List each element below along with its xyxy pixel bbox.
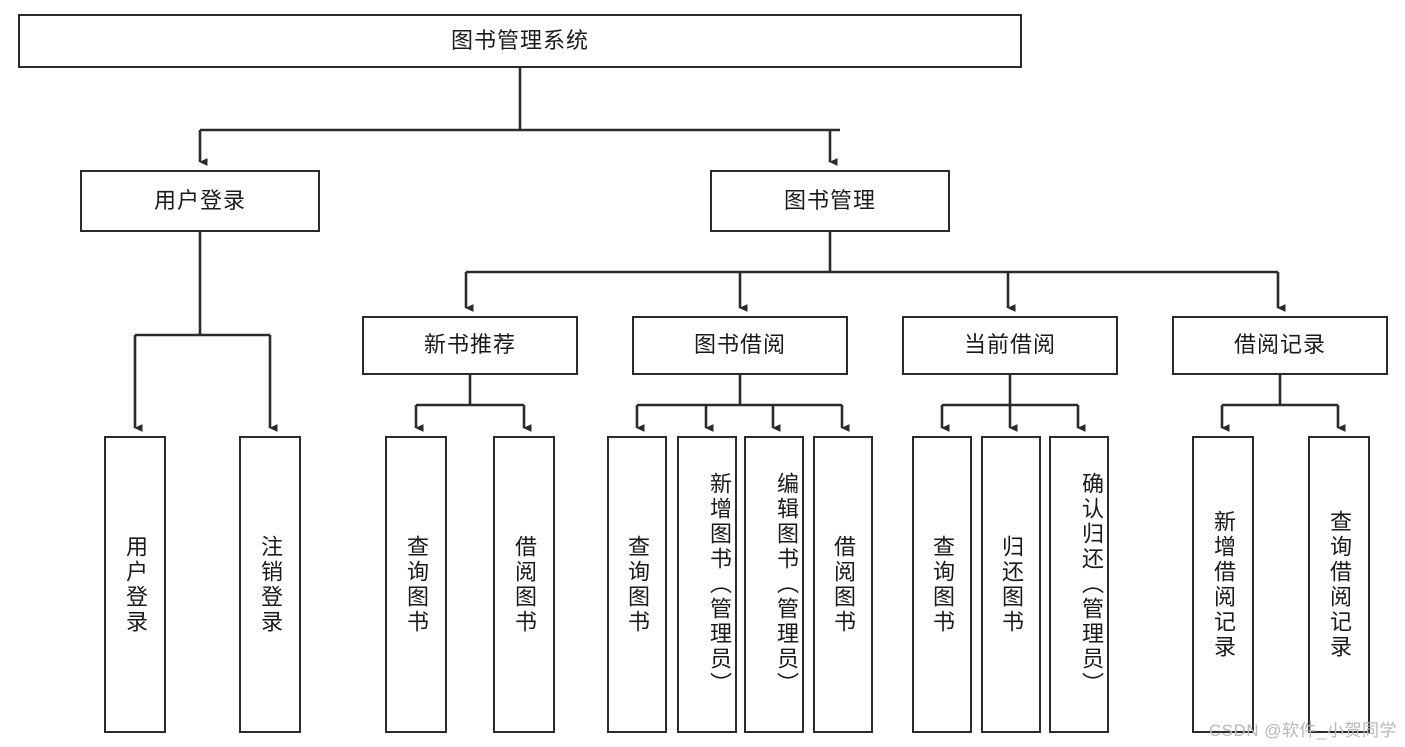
leaf-confirm-return[interactable]: 确认归还（管理员） [1049, 436, 1109, 733]
leaf-borrow-book-2[interactable]: 借阅图书 [813, 436, 873, 733]
node-label: 当前借阅 [963, 332, 1056, 358]
node-book-management[interactable]: 图书管理 [710, 170, 950, 232]
node-book-management-system[interactable]: 图书管理系统 [18, 14, 1022, 68]
node-label: 图书管理 [783, 187, 876, 213]
csdn-watermark: CSDN @软件_小贺同学 [1208, 721, 1397, 740]
node-label: 归还图书 [999, 534, 1024, 635]
node-label: 查询图书 [930, 534, 955, 635]
node-label: 借阅图书 [831, 534, 856, 635]
leaf-return-book[interactable]: 归还图书 [981, 436, 1041, 733]
node-label: 借阅记录 [1233, 332, 1326, 358]
node-user-login[interactable]: 用户登录 [80, 170, 320, 232]
leaf-add-book[interactable]: 新增图书（管理员） [677, 436, 737, 733]
node-label: 查询借阅记录 [1327, 509, 1352, 660]
leaf-query-book-3[interactable]: 查询图书 [912, 436, 972, 733]
node-label: 确认归还（管理员） [1079, 472, 1104, 697]
node-current-borrow[interactable]: 当前借阅 [902, 316, 1118, 375]
node-label: 新增图书（管理员） [707, 472, 732, 697]
node-label: 用户登录 [153, 187, 246, 213]
leaf-add-record[interactable]: 新增借阅记录 [1192, 436, 1254, 733]
node-label: 查询图书 [404, 534, 429, 635]
leaf-user-login[interactable]: 用户登录 [104, 436, 166, 733]
leaf-query-book-1[interactable]: 查询图书 [385, 436, 447, 733]
leaf-borrow-book-1[interactable]: 借阅图书 [493, 436, 555, 733]
node-label: 编辑图书（管理员） [774, 472, 799, 697]
node-label: 用户登录 [123, 534, 148, 635]
node-label: 图书借阅 [693, 332, 786, 358]
node-label: 图书管理系统 [450, 27, 589, 53]
leaf-logout-login[interactable]: 注销登录 [239, 436, 301, 733]
node-label: 借阅图书 [512, 534, 537, 635]
leaf-edit-book[interactable]: 编辑图书（管理员） [744, 436, 804, 733]
node-borrow-record[interactable]: 借阅记录 [1172, 316, 1388, 375]
leaf-query-record[interactable]: 查询借阅记录 [1308, 436, 1370, 733]
node-book-borrow[interactable]: 图书借阅 [632, 316, 848, 375]
node-label: 新增借阅记录 [1211, 509, 1236, 660]
node-label: 查询图书 [625, 534, 650, 635]
node-label: 新书推荐 [423, 332, 516, 358]
node-label: 注销登录 [258, 534, 283, 635]
node-new-book-recommend[interactable]: 新书推荐 [362, 316, 578, 375]
leaf-query-book-2[interactable]: 查询图书 [607, 436, 667, 733]
